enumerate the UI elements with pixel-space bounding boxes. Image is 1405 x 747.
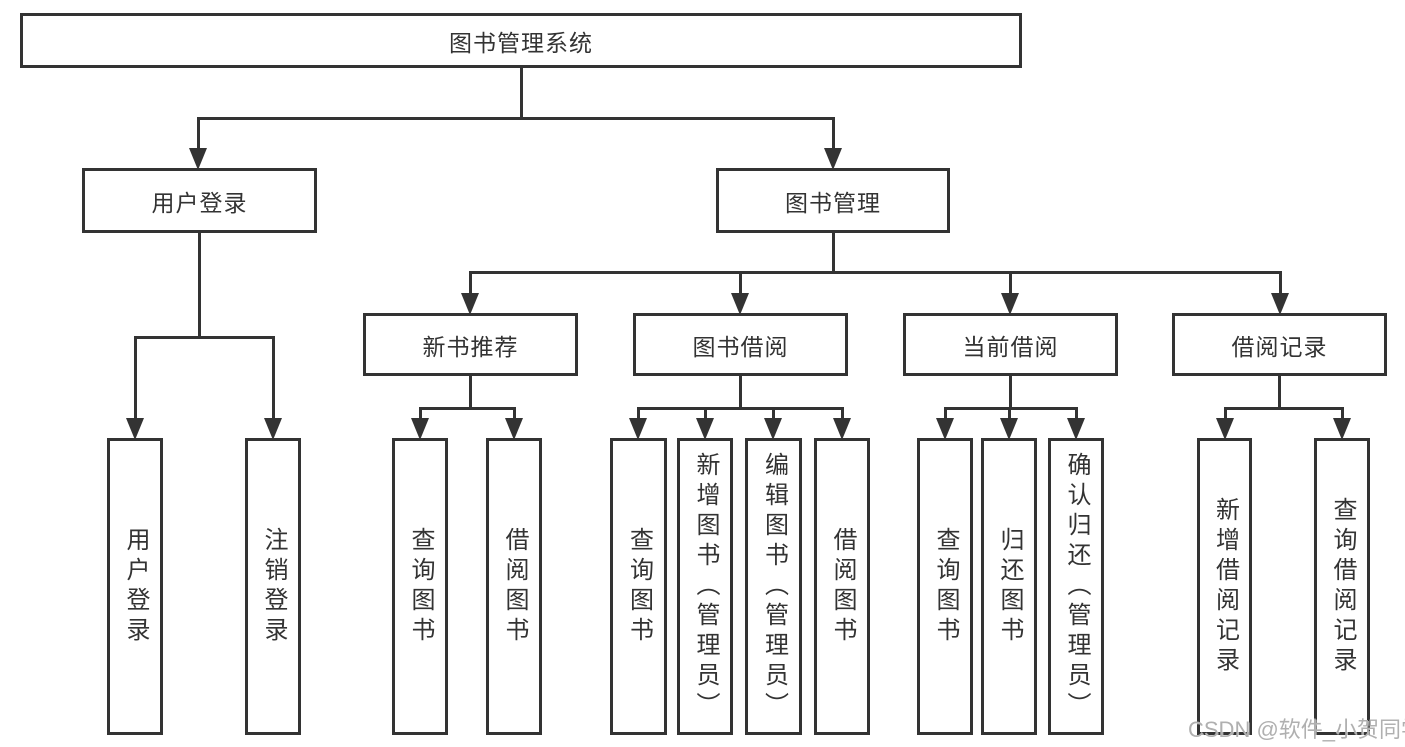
node-return-book: 归还图书 <box>981 438 1037 735</box>
node-label-new-book-rec: 新书推荐 <box>422 333 519 360</box>
edge-drop-borrow-children <box>840 407 844 426</box>
edge-drop-borrow-children <box>636 407 640 426</box>
node-label-return-book: 归还图书 <box>996 526 1023 647</box>
arrowhead-icon <box>936 418 954 440</box>
node-query-books-rec: 查询图书 <box>392 438 448 735</box>
node-label-book-mgmt: 图书管理 <box>785 189 881 216</box>
edge-drop-newbook-children <box>418 407 422 426</box>
node-label-query-books-rec: 查询图书 <box>407 526 434 647</box>
arrowhead-icon <box>189 148 207 170</box>
node-confirm-return-admin: 确认归还（管理员） <box>1048 438 1104 735</box>
node-borrow-records: 借阅记录 <box>1172 313 1387 376</box>
node-label-borrow-records: 借阅记录 <box>1231 333 1328 360</box>
edge-drop-login-children <box>133 336 137 426</box>
node-label-current-borrow: 当前借阅 <box>962 333 1059 360</box>
edge-drop-borrow-children <box>771 407 775 426</box>
node-current-borrow: 当前借阅 <box>903 313 1118 376</box>
node-label-book-borrow: 图书借阅 <box>692 333 789 360</box>
node-label-borrow-books-rec: 借阅图书 <box>501 526 528 647</box>
edge-drop-records-children <box>1223 407 1227 426</box>
edge-stem-login-children <box>197 233 201 339</box>
arrowhead-icon <box>629 418 647 440</box>
node-add-book-admin: 新增图书（管理员） <box>677 438 733 735</box>
node-label-query-books-current: 查询图书 <box>932 526 959 647</box>
node-query-books-borrow: 查询图书 <box>610 438 667 735</box>
node-label-edit-book-admin: 编辑图书（管理员） <box>760 451 788 722</box>
arrowhead-icon <box>1067 418 1085 440</box>
node-new-book-rec: 新书推荐 <box>363 313 578 376</box>
edge-bar-login-children <box>133 336 275 339</box>
edge-stem-newbook-children <box>468 376 472 410</box>
edge-bar-mgmt-children <box>468 271 1282 274</box>
node-logout-leaf: 注销登录 <box>245 438 301 735</box>
edge-drop-newbook-children <box>512 407 516 426</box>
arrowhead-icon <box>833 418 851 440</box>
node-user-login: 用户登录 <box>82 168 317 233</box>
arrowhead-icon <box>1333 418 1351 440</box>
arrowhead-icon <box>1271 293 1289 315</box>
node-label-logout-leaf: 注销登录 <box>260 526 287 647</box>
edge-drop-mgmt-children <box>1278 271 1282 301</box>
edge-drop-mgmt-children <box>738 271 742 301</box>
node-book-borrow: 图书借阅 <box>633 313 848 376</box>
node-edit-book-admin: 编辑图书（管理员） <box>745 438 802 735</box>
edge-stem-borrow-children <box>738 376 742 410</box>
edge-drop-borrow-children <box>703 407 707 426</box>
arrowhead-icon <box>264 418 282 440</box>
node-borrow-books-rec: 借阅图书 <box>486 438 542 735</box>
node-query-borrow-record: 查询借阅记录 <box>1314 438 1370 735</box>
edge-drop-mgmt-children <box>468 271 472 301</box>
edge-bar-newbook-children <box>418 407 516 410</box>
arrowhead-icon <box>505 418 523 440</box>
edge-drop-current-children <box>1007 407 1011 426</box>
node-label-login-leaf: 用户登录 <box>122 526 149 647</box>
arrowhead-icon <box>764 418 782 440</box>
edge-drop-login-children <box>271 336 275 426</box>
node-label-add-borrow-record: 新增借阅记录 <box>1211 496 1239 677</box>
node-label-confirm-return-admin: 确认归还（管理员） <box>1063 451 1090 722</box>
arrowhead-icon <box>411 418 429 440</box>
edge-bar-current-children <box>943 407 1078 410</box>
arrowhead-icon <box>1001 293 1019 315</box>
arrowhead-icon <box>1216 418 1234 440</box>
node-label-root: 图书管理系统 <box>449 29 593 56</box>
edge-bar-borrow-children <box>636 407 844 410</box>
arrowhead-icon <box>731 293 749 315</box>
edge-drop-root-children <box>196 117 200 156</box>
edge-bar-records-children <box>1223 407 1344 410</box>
edge-stem-current-children <box>1008 376 1012 410</box>
node-label-query-borrow-record: 查询借阅记录 <box>1329 496 1356 677</box>
edge-drop-records-children <box>1340 407 1344 426</box>
edge-drop-mgmt-children <box>1008 271 1012 301</box>
node-borrow-books: 借阅图书 <box>814 438 870 735</box>
edge-stem-mgmt-children <box>831 233 835 274</box>
node-add-borrow-record: 新增借阅记录 <box>1197 438 1252 735</box>
node-label-user-login: 用户登录 <box>151 189 248 216</box>
edge-bar-root-children <box>196 117 835 120</box>
csdn-watermark: CSDN @软件_小贺同学 <box>1188 717 1405 742</box>
arrowhead-icon <box>1000 418 1018 440</box>
arrowhead-icon <box>696 418 714 440</box>
arrowhead-icon <box>126 418 144 440</box>
node-book-mgmt: 图书管理 <box>716 168 950 233</box>
node-label-add-book-admin: 新增图书（管理员） <box>692 451 719 722</box>
arrowhead-icon <box>461 293 479 315</box>
node-query-books-current: 查询图书 <box>917 438 973 735</box>
edge-drop-current-children <box>943 407 947 426</box>
node-login-leaf: 用户登录 <box>107 438 163 735</box>
node-root: 图书管理系统 <box>20 13 1022 68</box>
node-label-query-books-borrow: 查询图书 <box>625 526 653 647</box>
node-label-borrow-books: 借阅图书 <box>829 526 856 647</box>
edge-stem-records-children <box>1277 376 1281 410</box>
edge-drop-current-children <box>1074 407 1078 426</box>
edge-stem-root-children <box>519 68 523 120</box>
edge-drop-root-children <box>831 117 835 156</box>
arrowhead-icon <box>824 148 842 170</box>
